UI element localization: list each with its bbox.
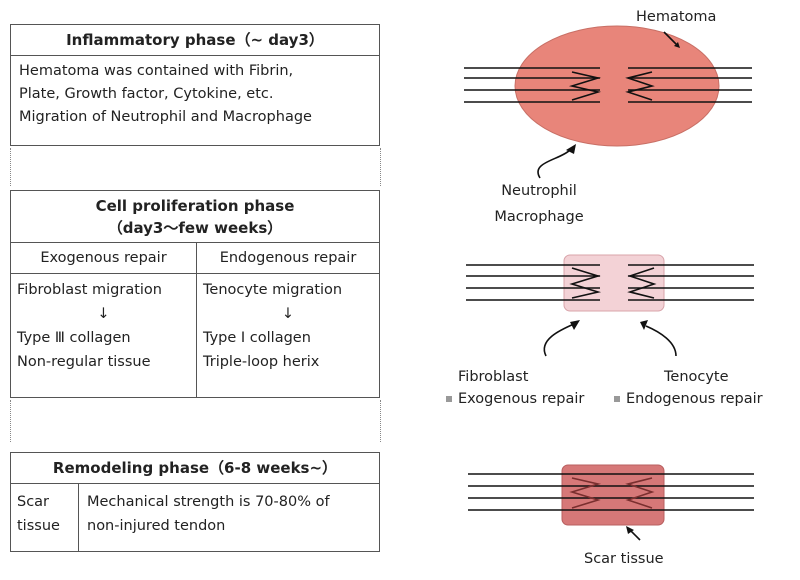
endogenous-body: Tenocyte migration ↓ Type Ⅰ collagen Tri… xyxy=(197,274,379,378)
tenocyte-arrowhead xyxy=(640,320,648,330)
tendon-fibers-3 xyxy=(468,473,754,511)
endogenous-line2: Type Ⅰ collagen xyxy=(203,330,311,346)
exogenous-body: Fibroblast migration ↓ Type Ⅲ collagen N… xyxy=(11,274,196,378)
remodeling-phase-title: Remodeling phase（6-8 weeks~） xyxy=(11,453,379,484)
exogenous-header: Exogenous repair xyxy=(11,243,196,274)
hematoma-label: Hematoma xyxy=(636,9,717,25)
fibroblast-label: Fibroblast Exogenous repair xyxy=(446,366,584,410)
exogenous-line1: Fibroblast migration xyxy=(17,282,162,298)
endogenous-line3: Triple-loop herix xyxy=(203,354,320,370)
square-bullet-icon xyxy=(446,396,452,402)
inflammatory-line: Plate, Growth factor, Cytokine, etc. xyxy=(19,86,274,102)
exogenous-column: Exogenous repair Fibroblast migration ↓ … xyxy=(11,243,197,397)
inflammatory-line: Migration of Neutrophil and Macrophage xyxy=(19,109,312,125)
tenocyte-sub: Endogenous repair xyxy=(614,388,763,410)
tenocyte-label: Tenocyte Endogenous repair xyxy=(614,366,763,410)
proliferation-phase-subtitle: （day3～few weeks） xyxy=(107,219,283,237)
tenocyte-arrow xyxy=(645,325,677,357)
connector-dots xyxy=(10,148,11,186)
square-bullet-icon xyxy=(614,396,620,402)
fibroblast-arrowhead xyxy=(570,320,580,330)
remodeling-body: Scar tissue Mechanical strength is 70-80… xyxy=(11,484,379,552)
repair-columns: Exogenous repair Fibroblast migration ↓ … xyxy=(11,243,379,397)
neutrophil-macrophage-label: Neutrophil Macrophage xyxy=(494,183,584,225)
fibroblast-arrow xyxy=(543,323,575,357)
tenocyte-name: Tenocyte xyxy=(664,369,729,385)
connector-dots xyxy=(380,148,381,186)
inflammatory-phase-description: Hematoma was contained with Fibrin, Plat… xyxy=(11,56,379,133)
endogenous-header: Endogenous repair xyxy=(197,243,379,274)
repair-zone xyxy=(563,254,665,312)
inflammatory-phase-box: Inflammatory phase（~ day3） Hematoma was … xyxy=(10,24,380,146)
down-arrow: ↓ xyxy=(97,306,110,322)
scar-arrow xyxy=(629,529,641,541)
inflammatory-line: Hematoma was contained with Fibrin, xyxy=(19,63,294,79)
hematoma-ellipse xyxy=(514,25,720,147)
inflammatory-phase-title: Inflammatory phase（~ day3） xyxy=(11,25,379,56)
scar-tissue-label: Scar tissue xyxy=(584,551,664,567)
fibroblast-sub: Exogenous repair xyxy=(446,388,584,410)
fibroblast-sub-text: Exogenous repair xyxy=(458,391,585,407)
fibroblast-name: Fibroblast xyxy=(458,369,529,385)
exogenous-line2: Type Ⅲ collagen xyxy=(17,330,131,346)
hematoma-arrowhead xyxy=(674,42,680,48)
proliferation-header: Cell proliferation phase （day3～few weeks… xyxy=(11,191,379,243)
remodeling-left-cell: Scar tissue xyxy=(11,484,79,552)
endogenous-column: Endogenous repair Tenocyte migration ↓ T… xyxy=(197,243,379,397)
neutrophil-arrowhead xyxy=(566,144,576,154)
down-arrow: ↓ xyxy=(281,306,295,322)
endogenous-line1: Tenocyte migration xyxy=(203,282,343,298)
tendon-fibers-2 xyxy=(466,264,754,301)
neutrophil-arrow xyxy=(537,149,571,179)
remodeling-right-cell: Mechanical strength is 70-80% of non-inj… xyxy=(87,494,330,534)
scar-arrowhead xyxy=(626,526,634,534)
remodeling-phase-box: Remodeling phase（6-8 weeks~） Scar tissue… xyxy=(10,452,380,552)
exogenous-line3: Non-regular tissue xyxy=(17,354,151,370)
tenocyte-sub-text: Endogenous repair xyxy=(626,391,763,407)
tendon-fibers-1 xyxy=(464,67,752,103)
connector-dots xyxy=(380,400,381,442)
proliferation-phase-title: Cell proliferation phase xyxy=(95,197,295,215)
hematoma-arrow xyxy=(663,31,677,45)
connector-dots xyxy=(10,400,11,442)
proliferation-phase-box: Cell proliferation phase （day3～few weeks… xyxy=(10,190,380,398)
